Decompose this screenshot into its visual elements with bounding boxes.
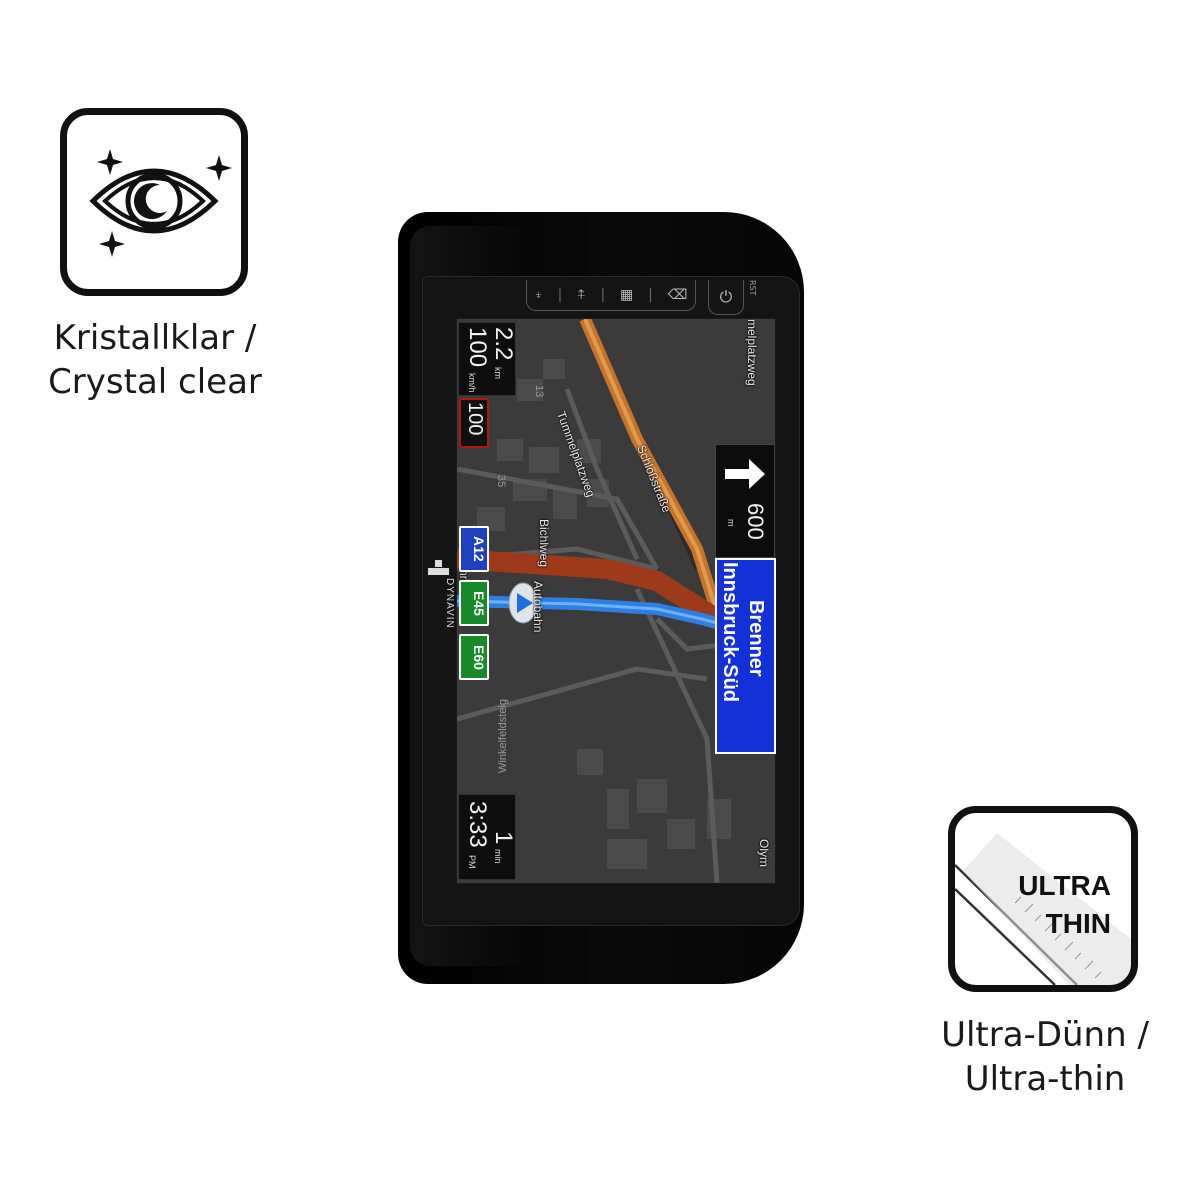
shield-a12: A12 <box>459 526 489 572</box>
ultra-thin-badge-text: ULTRA THIN <box>955 867 1131 943</box>
speed-limit-sign: 100 <box>459 398 489 448</box>
shield-e45: E45 <box>459 580 489 626</box>
dynavin-logo-icon <box>428 560 449 575</box>
crystal-clear-caption-line1: Kristallklar / <box>53 318 257 358</box>
arrow-straight-icon <box>725 459 765 489</box>
street-autobahn-prefix: nn <box>457 569 471 583</box>
ultra-thin-caption: Ultra-Dünn / Ultra-thin <box>900 1013 1190 1101</box>
next-turn-panel[interactable]: 600 m <box>715 444 775 558</box>
menu-grid-icon[interactable]: ▦ <box>620 287 634 303</box>
trip-info-box[interactable]: 2.2 km 100 km/h <box>458 322 517 396</box>
distance-unit: km <box>493 367 503 379</box>
ultra-thin-caption-line2: Ultra-thin <box>964 1059 1126 1099</box>
hardware-controls: ⍖ | ⍏ | ▦ | ⌫ <box>526 280 696 311</box>
control-divider: | <box>648 287 653 303</box>
remaining-time-unit: min <box>493 849 503 864</box>
remaining-time-value: 1 <box>490 831 517 845</box>
next-turn-unit: m <box>726 519 736 527</box>
street-olym: Olym <box>757 839 771 867</box>
reset-label[interactable]: RST <box>748 280 757 296</box>
distance-value: 2.2 <box>490 327 517 361</box>
back-icon[interactable]: ⌫ <box>667 287 688 303</box>
ultra-thin-icon <box>955 833 1131 985</box>
destination-line2: Innsbruck-Süd <box>719 562 741 703</box>
speed-value: 100 <box>464 327 491 368</box>
speed-limit-value: 100 <box>464 402 486 436</box>
eye-sparkle-icon <box>89 149 232 257</box>
crystal-clear-badge <box>60 108 248 296</box>
destination-sign: Brenner Innsbruck-Süd <box>715 558 776 754</box>
street-autobahn: Autobahn <box>531 581 545 633</box>
street-bichlweg: Bichlweg <box>537 519 551 568</box>
control-divider: | <box>600 287 606 303</box>
ultra-thin-badge: ULTRA THIN <box>948 806 1138 992</box>
next-turn-distance: 600 <box>743 503 768 540</box>
thin-label: THIN <box>1045 908 1111 939</box>
shield-e60: E60 <box>459 634 489 680</box>
control-divider: | <box>557 287 563 303</box>
street-winkelfeldsteig: Winkelfeldsteig <box>497 699 509 773</box>
street-melplatzweg: melplatzweg <box>745 319 759 386</box>
destination-line1: Brenner <box>745 600 767 677</box>
ultra-label: ULTRA <box>1018 870 1111 901</box>
crystal-clear-caption-line2: Crystal clear <box>48 362 262 402</box>
house-number-35: 35 <box>495 475 507 488</box>
volume-down-icon[interactable]: ⍖ <box>534 287 543 303</box>
crystal-clear-caption: Kristallklar / Crystal clear <box>20 316 290 404</box>
volume-up-icon[interactable]: ⍏ <box>577 287 586 303</box>
arrival-time-value: 3:33 <box>464 801 491 848</box>
arrival-time-suffix: PM <box>467 855 477 869</box>
brand-logo-text: DYNAVIN <box>444 578 455 629</box>
eta-info-box[interactable]: 3:33 PM 1 min <box>458 794 517 880</box>
speed-unit: km/h <box>467 373 477 393</box>
power-icon[interactable]: ⏻ <box>708 280 744 315</box>
house-number-13: 13 <box>533 385 545 398</box>
ultra-thin-caption-line1: Ultra-Dünn / <box>941 1015 1149 1055</box>
